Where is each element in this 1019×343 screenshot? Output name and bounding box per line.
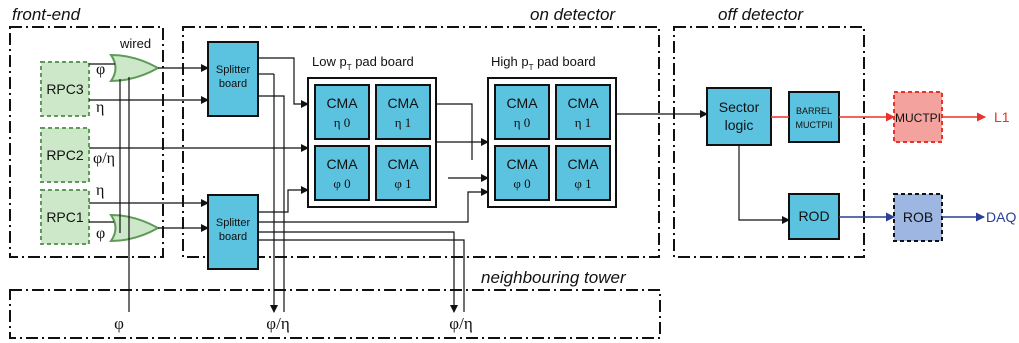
rpc2-box <box>40 127 90 183</box>
sector-logic-line2: logic <box>725 117 754 133</box>
or-gate-bottom <box>109 213 161 243</box>
muctpi-label: MUCTPI <box>895 111 941 125</box>
high-cma-eta1 <box>555 84 611 140</box>
front-end-label: front-end <box>12 5 81 24</box>
cma-index: φ 0 <box>513 176 530 191</box>
sector-logic-line1: Sector <box>719 99 760 115</box>
cma-index: η 0 <box>514 115 531 130</box>
rpc1-eta-label: η <box>96 182 104 199</box>
high-cma-phi0 <box>494 145 550 201</box>
high-cma-phi1 <box>555 145 611 201</box>
rpc3-label: RPC3 <box>46 81 84 97</box>
rod-label: ROD <box>798 208 829 224</box>
off-detector-label: off detector <box>718 5 804 24</box>
splitter-top-line1: Splitter <box>216 64 251 76</box>
rpc2-phieta-label: φ/η <box>93 150 115 167</box>
cma-label: CMA <box>567 156 599 172</box>
cma-label: CMA <box>567 95 599 111</box>
cma-label: CMA <box>326 95 358 111</box>
rpc3-eta-label: η <box>96 99 104 116</box>
tower-phieta-label-2: φ/η <box>449 314 472 333</box>
front-end-frame <box>9 26 164 258</box>
tower-phi-label: φ <box>114 314 124 333</box>
neighbouring-tower-label: neighbouring tower <box>481 268 627 287</box>
tower-phieta-label-1: φ/η <box>266 314 289 333</box>
cma-index: φ 1 <box>574 176 591 191</box>
barrel-muctpii-box <box>788 91 840 143</box>
cma-index: φ 1 <box>394 176 411 191</box>
cma-label: CMA <box>387 95 419 111</box>
or-gate-top <box>109 53 161 83</box>
cma-label: CMA <box>506 95 538 111</box>
sector-logic-box <box>706 87 772 146</box>
low-cma-eta1 <box>375 84 431 140</box>
splitter-bottom-line2: board <box>219 231 247 243</box>
wired-label: wired <box>119 36 151 51</box>
daq-label: DAQ <box>986 209 1016 225</box>
l1-label: L1 <box>994 109 1010 125</box>
cma-label: CMA <box>387 156 419 172</box>
on-detector-frame <box>182 26 660 258</box>
rpc1-label: RPC1 <box>46 209 84 225</box>
low-cma-phi0 <box>314 145 370 201</box>
splitter-bottom <box>207 194 259 270</box>
cma-index: η 1 <box>575 115 592 130</box>
cma-index: φ 0 <box>333 176 350 191</box>
rpc3-box <box>40 61 90 117</box>
splitter-top-line2: board <box>219 78 247 90</box>
splitter-top <box>207 41 259 117</box>
rpc1-box <box>40 189 90 245</box>
low-cma-phi1 <box>375 145 431 201</box>
rpc2-label: RPC2 <box>46 147 84 163</box>
high-cma-eta0 <box>494 84 550 140</box>
cma-label: CMA <box>326 156 358 172</box>
rpc1-phi-label: φ <box>96 225 105 242</box>
neighbouring-tower-frame <box>9 289 661 339</box>
cma-index: η 0 <box>334 115 351 130</box>
high-pad-title: High pT pad board <box>491 54 596 72</box>
off-detector-frame <box>673 26 865 258</box>
on-detector-label: on detector <box>530 5 616 24</box>
rpc3-phi-label: φ <box>96 61 105 78</box>
cma-label: CMA <box>506 156 538 172</box>
low-pad-title: Low pT pad board <box>312 54 414 72</box>
splitter-bottom-line1: Splitter <box>216 217 251 229</box>
low-cma-eta0 <box>314 84 370 140</box>
barrel-line1: BARREL <box>796 106 832 116</box>
rob-label: ROB <box>903 209 933 225</box>
cma-index: η 1 <box>395 115 412 130</box>
barrel-line2: MUCTPII <box>796 120 833 130</box>
